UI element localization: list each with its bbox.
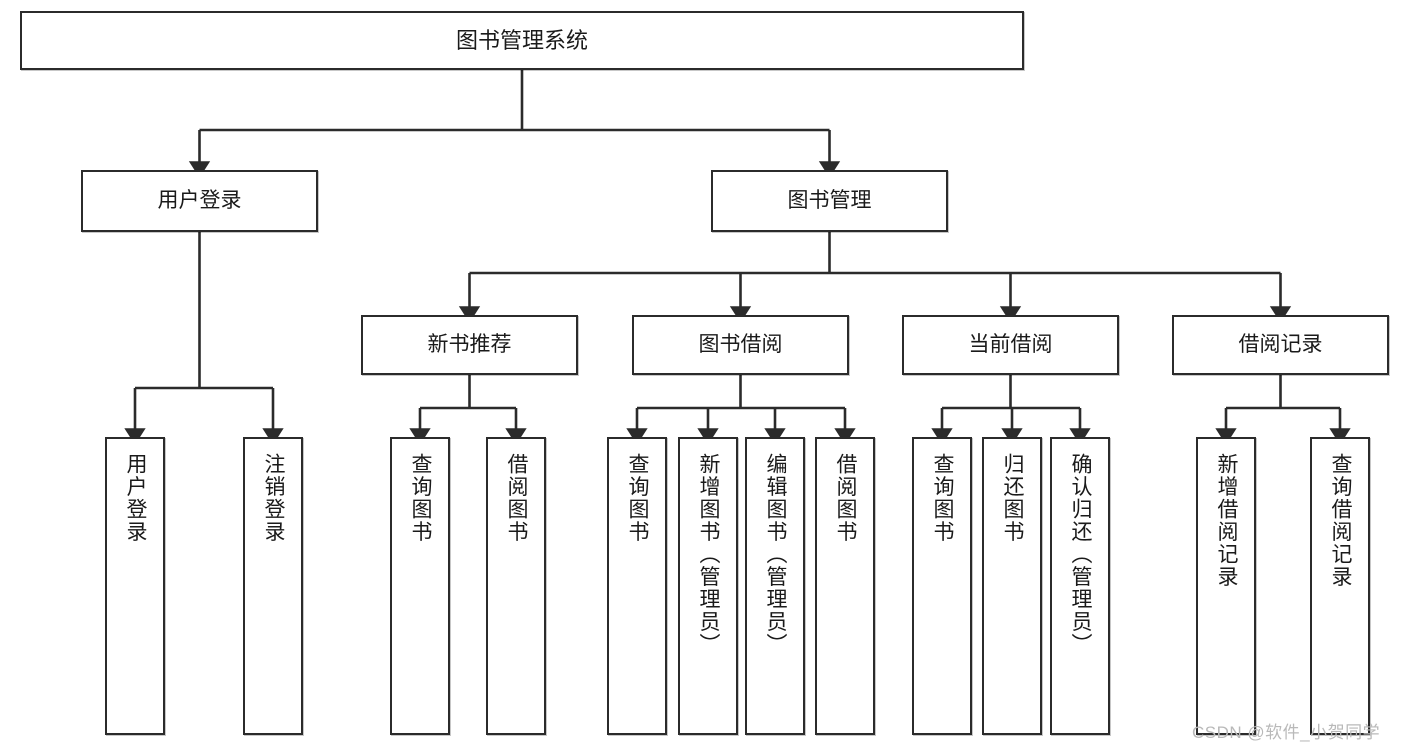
node-label: 新书推荐 <box>427 332 512 356</box>
node-leaf-user-login[interactable]: 用户登录 <box>105 437 165 735</box>
node-label: 查询借阅记录 <box>1329 453 1353 588</box>
node-leaf-query-book-current[interactable]: 查询图书 <box>912 437 972 735</box>
node-leaf-edit-book[interactable]: 编辑图书（管理员） <box>745 437 805 735</box>
node-borrow-record[interactable]: 借阅记录 <box>1172 315 1389 375</box>
node-label: 查询图书 <box>409 453 433 543</box>
node-label: 注销登录 <box>262 453 286 543</box>
node-leaf-confirm-return[interactable]: 确认归还（管理员） <box>1050 437 1110 735</box>
node-leaf-borrow-book-recommend[interactable]: 借阅图书 <box>486 437 546 735</box>
node-book-borrow[interactable]: 图书借阅 <box>632 315 849 375</box>
node-leaf-query-book-borrow[interactable]: 查询图书 <box>607 437 667 735</box>
node-leaf-add-book[interactable]: 新增图书（管理员） <box>678 437 738 735</box>
node-label: 借阅图书 <box>505 453 529 543</box>
node-label: 当前借阅 <box>968 332 1053 356</box>
node-label: 归还图书 <box>1001 453 1025 543</box>
node-label: 编辑图书（管理员） <box>764 453 788 656</box>
node-label: 用户登录 <box>124 453 148 543</box>
node-leaf-borrow-book[interactable]: 借阅图书 <box>815 437 875 735</box>
node-current-borrow[interactable]: 当前借阅 <box>902 315 1119 375</box>
node-leaf-query-borrow-record[interactable]: 查询借阅记录 <box>1310 437 1370 735</box>
node-label: 查询图书 <box>626 453 650 543</box>
node-label: 借阅记录 <box>1238 332 1323 356</box>
node-leaf-logout[interactable]: 注销登录 <box>243 437 303 735</box>
node-label: 图书借阅 <box>698 332 783 356</box>
node-leaf-add-borrow-record[interactable]: 新增借阅记录 <box>1196 437 1256 735</box>
node-label: 新增图书（管理员） <box>697 453 721 656</box>
node-new-book-recommend[interactable]: 新书推荐 <box>361 315 578 375</box>
node-label: 借阅图书 <box>834 453 858 543</box>
node-label: 新增借阅记录 <box>1215 453 1239 588</box>
node-label: 图书管理 <box>787 188 872 212</box>
node-book-manage[interactable]: 图书管理 <box>711 170 948 232</box>
node-root[interactable]: 图书管理系统 <box>20 11 1024 70</box>
node-leaf-query-book-recommend[interactable]: 查询图书 <box>390 437 450 735</box>
node-label: 确认归还（管理员） <box>1069 453 1093 656</box>
node-label: 查询图书 <box>931 453 955 543</box>
node-user-login[interactable]: 用户登录 <box>81 170 318 232</box>
node-leaf-return-book[interactable]: 归还图书 <box>982 437 1042 735</box>
node-label: 图书管理系统 <box>455 27 588 53</box>
node-label: 用户登录 <box>157 188 242 212</box>
